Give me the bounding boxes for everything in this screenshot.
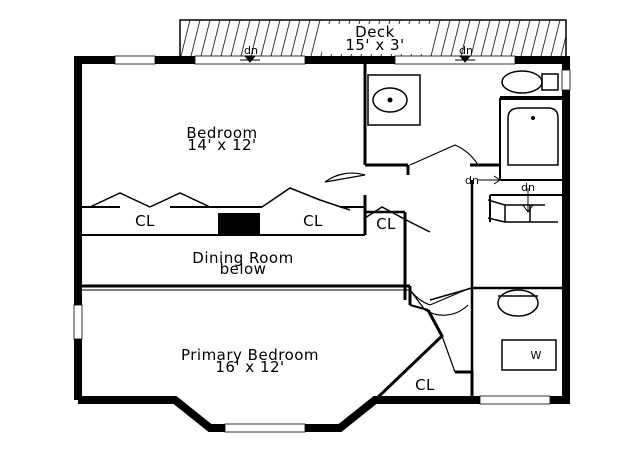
bedroom-label: Bedroom bbox=[186, 124, 257, 142]
deck-size: 15' x 3' bbox=[345, 36, 404, 54]
deck bbox=[179, 19, 567, 58]
deck-door-arrows bbox=[240, 55, 475, 63]
interior-walls bbox=[82, 60, 566, 402]
closet-label-4: CL bbox=[415, 376, 435, 394]
closet-label-2: CL bbox=[303, 212, 323, 230]
washer-label: W bbox=[531, 349, 542, 362]
windows bbox=[73, 55, 571, 433]
closet-label-3: CL bbox=[376, 215, 396, 233]
closet-label-1: CL bbox=[135, 212, 155, 230]
stair-label-right: dn bbox=[459, 44, 473, 57]
door-swings bbox=[324, 144, 479, 373]
bathroom-fixtures bbox=[367, 70, 559, 371]
chimney-block bbox=[218, 213, 260, 235]
dining-label: Dining Room bbox=[192, 249, 293, 267]
stair-label-stairs: dn bbox=[521, 181, 535, 194]
stair-label-landing: dn bbox=[465, 174, 479, 187]
stair-label-left: dn bbox=[244, 44, 258, 57]
closet-doors bbox=[89, 187, 431, 233]
stairs bbox=[478, 175, 558, 223]
deck-label: Deck bbox=[355, 23, 395, 41]
dining-note: below bbox=[220, 260, 267, 278]
primary-bedroom-label: Primary Bedroom bbox=[181, 346, 319, 364]
labels: Deck 15' x 3' dn dn Bedroom 14' x 12' CL… bbox=[135, 23, 541, 394]
bedroom-size: 14' x 12' bbox=[187, 136, 256, 154]
exterior-walls bbox=[74, 56, 570, 432]
primary-bedroom-size: 16' x 12' bbox=[215, 358, 284, 376]
